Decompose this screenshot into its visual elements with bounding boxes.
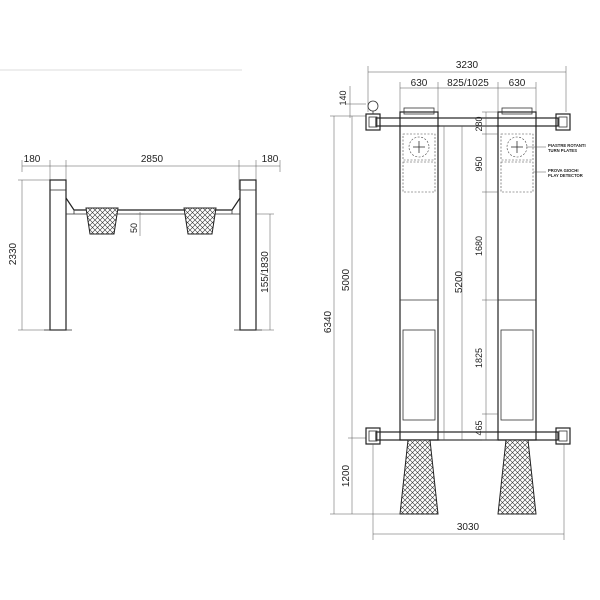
note-turn-plates-line-1: PIASTRE ROTANTI [548, 143, 586, 148]
note-play-detector-line-1: PROVA GIOCHI [548, 168, 578, 173]
dim-front-right: 180 [262, 154, 279, 165]
plan-column-top-right [555, 113, 571, 131]
note-play-detector-line-2: PLAY DETECTOR [548, 173, 583, 178]
play-detector-note: PROVA GIOCHI PLAY DETECTOR [533, 168, 583, 178]
front-lift-dimension: 155/1830 [256, 213, 274, 331]
left-runway [399, 107, 439, 441]
left-ramp [399, 439, 439, 515]
front-right-pad [183, 207, 217, 235]
plan-centre-dimensions: 5200 [440, 125, 496, 441]
right-runway [497, 107, 537, 441]
right-ramp [497, 439, 537, 515]
plan-column-bottom-right [555, 427, 571, 445]
front-pad-dimension: 50 [129, 212, 144, 236]
dim-plan-seg-2: 950 [474, 156, 484, 171]
dim-front-lift: 155/1830 [260, 251, 271, 293]
front-top-dimension: 180 2850 180 [21, 154, 281, 190]
plan-top-crossbeam [375, 117, 559, 127]
plan-segment-dimensions: 280 950 1680 1825 465 [474, 111, 498, 441]
note-turn-plates-line-2: TURN PLATES [548, 148, 577, 153]
left-turn-plate [402, 133, 436, 161]
dim-front-pad: 50 [129, 223, 139, 233]
front-right-column [239, 179, 257, 331]
dim-plan-seg-4: 1825 [474, 348, 484, 368]
plan-bottom-crossbeam [375, 431, 559, 441]
control-knob [367, 100, 379, 112]
plan-column-top-left [365, 113, 381, 131]
left-play-detector [402, 161, 436, 193]
dim-front-left: 180 [24, 154, 41, 165]
dim-plan-seg-3: 1680 [474, 236, 484, 256]
plan-view: 3230 630 825/1025 630 140 6340 5000 1200 [323, 60, 586, 540]
dim-plan-seg-5: 465 [474, 420, 484, 435]
plan-top-dimensions: 3230 630 825/1025 630 [367, 60, 567, 112]
dim-plan-runway: 5200 [454, 270, 465, 293]
dim-plan-column-span: 5000 [341, 268, 352, 291]
front-view: 180 2850 180 2330 [0, 69, 281, 331]
right-play-detector [500, 161, 534, 193]
plan-column-bottom-left [365, 427, 381, 445]
plan-bottom-dimension: 3030 [372, 444, 565, 540]
dim-front-span: 2850 [141, 154, 164, 165]
dim-plan-bottom-width: 3030 [457, 522, 480, 533]
front-left-column [49, 179, 67, 331]
front-height-dimension: 2330 [8, 179, 50, 331]
dim-front-height: 2330 [8, 242, 19, 265]
dim-plan-top-offset: 140 [338, 90, 348, 105]
dim-plan-platform-left: 630 [411, 78, 428, 89]
turn-plates-note: PIASTRE ROTANTI TURN PLATES [526, 143, 586, 153]
dim-plan-gap: 825/1025 [447, 78, 489, 89]
dim-plan-total-width: 3230 [456, 60, 479, 71]
dim-plan-ramp: 1200 [341, 464, 352, 487]
dim-plan-platform-right: 630 [509, 78, 526, 89]
plan-left-dimensions: 140 6340 5000 1200 [323, 86, 410, 515]
dim-plan-seg-1: 280 [474, 116, 484, 131]
front-left-pad [85, 207, 119, 235]
dim-plan-overall-length: 6340 [323, 310, 334, 333]
